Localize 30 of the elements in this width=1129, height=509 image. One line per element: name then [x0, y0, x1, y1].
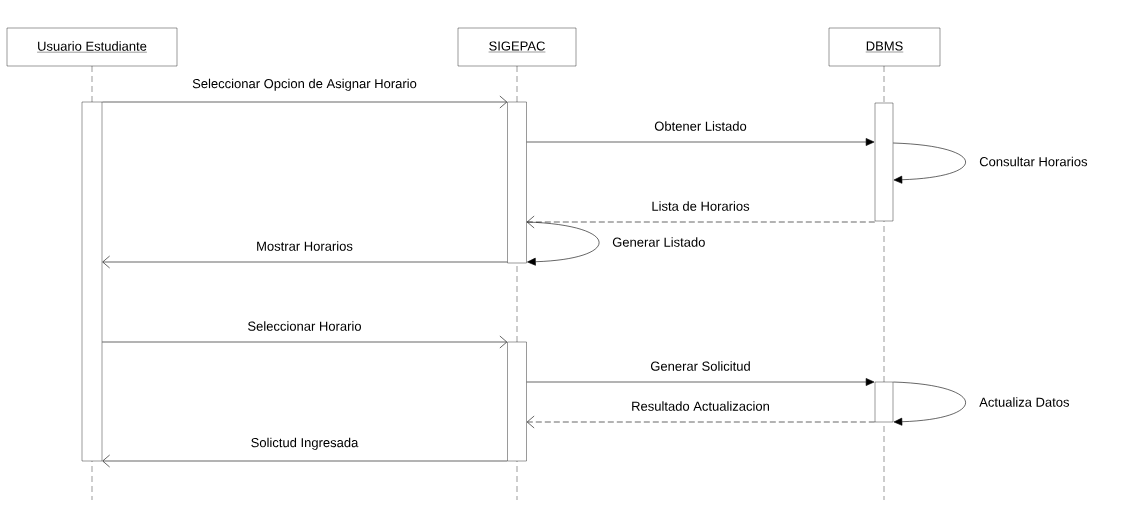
participant-box: Usuario Estudiante	[6, 27, 178, 67]
activation-bar	[507, 341, 527, 462]
edge-label: Generar Listado	[611, 236, 707, 248]
message-arrow	[892, 381, 966, 426]
message-arrow	[526, 378, 875, 386]
edge-label: Resultado Actualizacion	[630, 400, 771, 412]
edge-label: Generar Solicitud	[649, 360, 752, 372]
activation-bar	[81, 101, 103, 462]
message-arrow	[101, 335, 508, 349]
edge-label: Seleccionar Opcion de Asignar Horario	[191, 77, 418, 92]
edge-label: Lista de Horarios	[650, 200, 751, 212]
activation-bar	[507, 101, 527, 264]
message-arrow	[892, 142, 966, 184]
edge-label: Actualiza Datos	[978, 396, 1071, 408]
message-arrow	[101, 95, 508, 109]
edge-label: Consultar Horarios	[978, 155, 1089, 168]
message-arrow	[526, 215, 876, 229]
edge-label: Mostrar Horarios	[255, 240, 354, 252]
message-arrow	[102, 454, 508, 468]
activation-bar	[874, 102, 894, 222]
edge-label: Seleccionar Horario	[246, 320, 363, 332]
activation-bar	[874, 381, 894, 423]
participant-box: DBMS	[828, 27, 941, 67]
edge-label: Obtener Listado	[653, 120, 748, 132]
message-arrow	[526, 415, 876, 429]
edge-label: Solictud Ingresada	[249, 436, 360, 451]
participant-box: SIGEPAC	[457, 27, 577, 67]
message-arrow	[526, 138, 875, 146]
message-arrow	[526, 221, 600, 266]
message-arrow	[102, 255, 508, 269]
